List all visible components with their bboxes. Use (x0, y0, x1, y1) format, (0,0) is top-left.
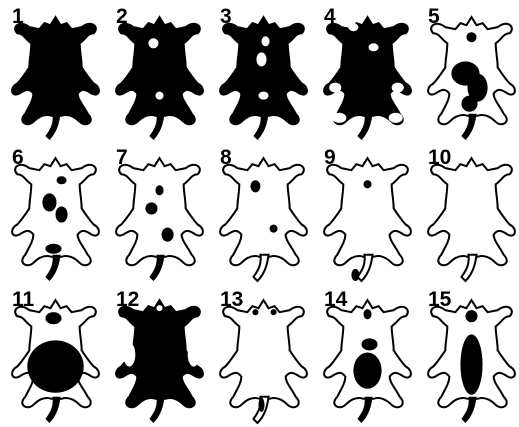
pelt-marking (363, 309, 371, 319)
pelt-marking (271, 309, 277, 315)
pelt-marking (155, 185, 163, 195)
pelt-7: 7 (108, 144, 211, 285)
pelt-marking (466, 32, 476, 42)
pelt-number-label: 4 (324, 6, 336, 27)
pelt-outline (12, 17, 99, 124)
pelt-outline (220, 17, 307, 124)
pelt-marking (465, 310, 477, 322)
pelt-marking (256, 52, 266, 66)
pelt-number-label: 11 (12, 289, 34, 310)
pelt-marking (123, 342, 135, 366)
pelt-tail (149, 397, 164, 423)
pelt-marking (45, 312, 61, 324)
pelt-tail (253, 255, 268, 281)
pelt-marking (145, 202, 157, 214)
pelt-marking (155, 92, 163, 100)
pelt-marking (369, 43, 379, 51)
pelt-number-label: 3 (220, 6, 232, 27)
pelt-10: 10 (420, 144, 519, 285)
pelt-outline (220, 300, 307, 407)
pelt-number-label: 5 (428, 6, 440, 27)
pelt-number-label: 13 (220, 289, 243, 310)
pelt-marking (162, 228, 174, 242)
pelt-marking (363, 180, 371, 188)
pelt-marking (332, 113, 346, 123)
pelt-tail (45, 255, 60, 281)
pelt-tail (461, 397, 476, 423)
pelt-marking (45, 244, 61, 254)
pelt-number-label: 8 (220, 147, 232, 168)
pelt-marking (361, 338, 377, 350)
pelt-tail (357, 255, 372, 281)
pelt-marking (258, 398, 264, 412)
pelt-2: 2 (108, 3, 211, 144)
pelt-marking (252, 309, 258, 315)
pelt-outline (428, 158, 515, 265)
pelt-5: 5 (420, 3, 519, 144)
pelt-marking (42, 193, 56, 211)
pelt-marking (389, 113, 403, 123)
pelt-1: 1 (4, 3, 107, 144)
pelt-marking (348, 23, 358, 31)
pelt-8: 8 (212, 144, 315, 285)
pelt-tail (45, 114, 60, 140)
pelt-marking (27, 340, 83, 392)
pelt-11: 11 (4, 286, 107, 427)
pelt-marking (460, 334, 482, 394)
pelt-marking (250, 180, 260, 192)
pelt-12: 12 (108, 286, 211, 427)
pelt-marking (56, 206, 68, 222)
pelt-9: 9 (316, 144, 419, 285)
pelt-tail (461, 114, 476, 140)
pelt-number-label: 2 (116, 6, 128, 27)
pelt-outline (220, 158, 307, 265)
pelt-tail (357, 397, 372, 423)
pelt-number-label: 14 (324, 289, 347, 310)
pelt-outline (116, 158, 203, 265)
pelt-number-label: 9 (324, 147, 336, 168)
pelt-tail (357, 114, 372, 140)
pelt-13: 13 (212, 286, 315, 427)
pelt-marking (156, 305, 162, 311)
pelt-15: 15 (420, 286, 519, 427)
pelt-marking (461, 96, 477, 112)
pelt-4: 4 (316, 3, 419, 144)
pelt-marking (148, 38, 158, 48)
pelt-outline (116, 17, 203, 124)
pelt-marking (57, 176, 67, 184)
pelt-marking (351, 269, 359, 281)
pelt-tail (253, 114, 268, 140)
pelt-14: 14 (316, 286, 419, 427)
pelt-marking (188, 342, 200, 366)
pelt-outline (324, 158, 411, 265)
pelt-tail (461, 255, 476, 281)
pelt-marking (258, 92, 268, 100)
pelt-marking (392, 83, 404, 93)
pelt-tail (149, 114, 164, 140)
pelt-marking (353, 352, 381, 388)
pelt-outline (324, 17, 411, 124)
pelt-number-label: 10 (428, 147, 451, 168)
pelt-marking (329, 83, 341, 93)
pelt-number-label: 1 (12, 6, 24, 27)
pelt-number-label: 6 (12, 147, 24, 168)
pelt-tail (149, 255, 164, 281)
pelt-number-label: 12 (116, 289, 139, 310)
pelt-number-label: 7 (116, 147, 128, 168)
pelt-3: 3 (212, 3, 315, 144)
pelt-number-label: 15 (428, 289, 451, 310)
pelt-6: 6 (4, 144, 107, 285)
pelt-marking (261, 36, 269, 46)
pelt-marking (270, 225, 278, 233)
pelt-tail (45, 397, 60, 423)
